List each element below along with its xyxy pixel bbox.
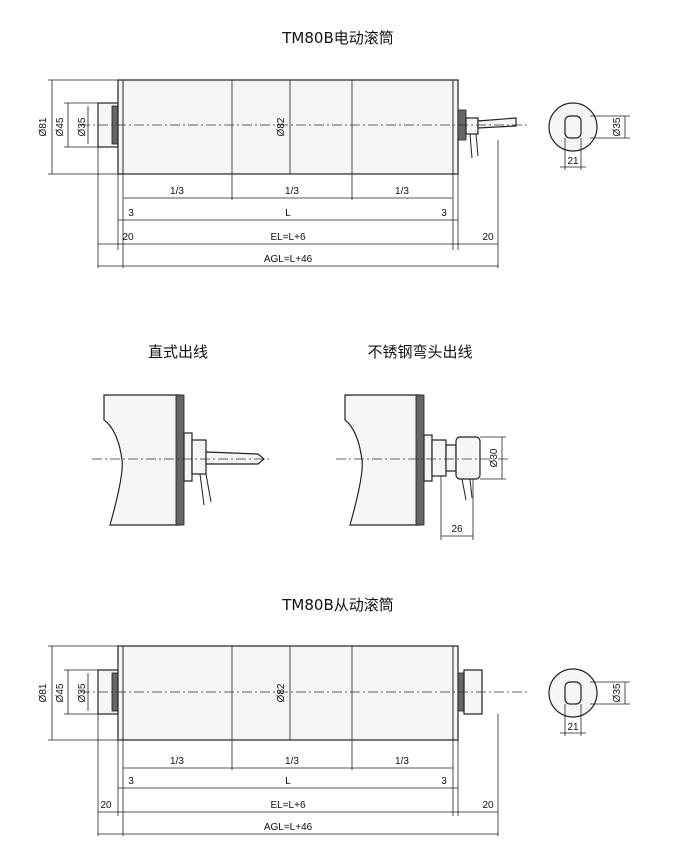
idler-AGL: AGL=L+46 <box>264 822 313 833</box>
straight-outlet-tube <box>103 394 181 526</box>
idler-end-view-phi35: Ø35 <box>612 683 623 702</box>
dim-third-2: 1/3 <box>285 186 299 197</box>
idler-roller-drawing: Ø81 Ø45 Ø35 Ø82 1/3 1/3 1/3 3 L 3 20 EL=… <box>38 645 630 836</box>
cable-wires <box>469 133 479 159</box>
drive-tube <box>117 79 459 175</box>
end-view-21: 21 <box>567 156 579 167</box>
idler-phi81: Ø81 <box>38 683 49 702</box>
idler-roller-title: TM80B从动滚筒 <box>281 596 393 614</box>
straight-outlet-flange <box>175 394 185 526</box>
idler-third-1: 1/3 <box>170 756 184 767</box>
dim-L-text: L <box>285 208 291 219</box>
idler-20-left: 20 <box>100 800 112 811</box>
idler-phi45: Ø45 <box>55 683 66 702</box>
elbow-outlet-flange <box>415 394 425 526</box>
idler-phi82: Ø82 <box>276 683 287 702</box>
cable-gland <box>465 117 479 135</box>
straight-outlet-cable <box>205 451 265 465</box>
elbow-outlet-tube <box>344 394 421 526</box>
idler-end-view-21: 21 <box>567 722 579 733</box>
straight-outlet-drawing <box>92 394 270 526</box>
idler-third-2: 1/3 <box>285 756 299 767</box>
dim-20-left: 20 <box>122 232 134 243</box>
dim-20-right: 20 <box>482 232 494 243</box>
dim-AGL-text: AGL=L+46 <box>264 254 313 265</box>
dim-phi35-text: Ø35 <box>77 117 88 136</box>
idler-20-right: 20 <box>482 800 494 811</box>
elbow-outlet-drawing: Ø30 26 <box>336 394 510 540</box>
drive-roller-drawing: Ø81 Ø45 Ø35 Ø82 1/3 1/3 1/3 3 L 3 20 EL=… <box>38 79 630 268</box>
elbow-outlet-title: 不锈钢弯头出线 <box>367 343 472 361</box>
dim-third-1: 1/3 <box>170 186 184 197</box>
drive-roller-title: TM80B电动滚筒 <box>281 29 393 47</box>
dim-3-left: 3 <box>128 208 134 219</box>
end-view-phi35: Ø35 <box>612 117 623 136</box>
dim-phi81-text: Ø81 <box>38 117 49 136</box>
idler-phi35: Ø35 <box>77 683 88 702</box>
idler-third-3: 1/3 <box>395 756 409 767</box>
elbow-fitting <box>455 436 481 480</box>
idler-tube <box>117 645 459 741</box>
idler-3-left: 3 <box>128 776 134 787</box>
idler-L: L <box>285 776 291 787</box>
straight-outlet-title: 直式出线 <box>148 343 208 361</box>
elbow-phi30: Ø30 <box>489 448 500 467</box>
dim-EL-text: EL=L+6 <box>270 232 305 243</box>
straight-outlet-gland <box>191 439 207 475</box>
idler-3-right: 3 <box>441 776 447 787</box>
dim-third-3: 1/3 <box>395 186 409 197</box>
elbow-26: 26 <box>451 524 463 535</box>
idler-end-view-shaft <box>564 681 582 705</box>
end-view-shaft <box>564 115 582 139</box>
cable <box>477 117 517 129</box>
dim-3-right: 3 <box>441 208 447 219</box>
idler-EL: EL=L+6 <box>270 800 305 811</box>
dim-phi45-text: Ø45 <box>55 117 66 136</box>
dim-phi82-text: Ø82 <box>276 117 287 136</box>
